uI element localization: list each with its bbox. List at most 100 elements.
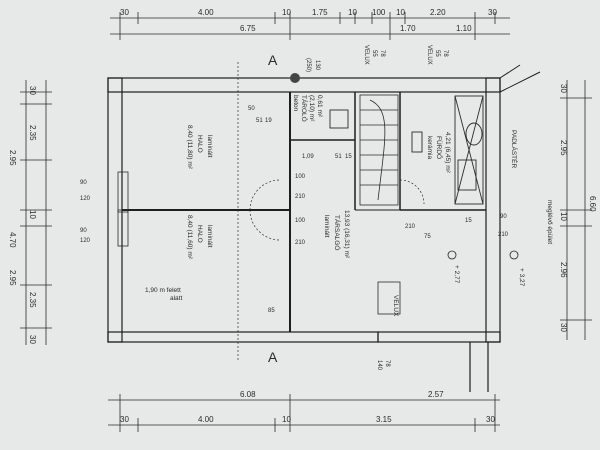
dim-top-6: 100 [372,8,386,17]
right-dimension-lines [560,80,592,340]
velux-label-1: VELUX [363,45,369,65]
dim-bottom-2: 4.00 [198,415,214,424]
dim-v-78a: 78 [379,50,385,57]
dim-left-7: 2.35 [28,292,37,308]
inner-dim-19: 210 [498,232,509,238]
inner-dim-16: 75 [424,234,431,240]
inner-dim-5: 51 [335,154,342,160]
dim-right-5: 30 [559,323,568,332]
dim-top-2: 4.00 [198,8,214,17]
room-tarolo-floor: beton [292,95,299,112]
room-tarolo-area2: (2,10) m² [308,95,315,122]
inner-dim-11: 210 [295,194,306,200]
inner-dim-3: 19 [265,118,272,124]
level-mark-2: + 3,27 [518,268,525,287]
left-dimension-lines [20,80,52,345]
dim-left-1: 30 [28,86,37,95]
inner-dim-7: 90 [80,180,87,186]
room-tarolo: 0,61 m² (2,10) m² TÁROLÓ beton [292,95,323,122]
room-furdo-name: FÜRDŐ [435,136,444,159]
windows [117,171,401,315]
room-tarsalgo: 13,93 (16,31) m² TÁRSALGÓ laminált [323,210,350,259]
dim-v-140-bottom: 140 [376,360,382,371]
room-halo2-area: 8,40 (11,60) m² [186,215,193,260]
room-halo2-name: HALO [196,225,203,243]
room-tarolo-name: TÁROLÓ [300,95,309,122]
room-furdo-floor: kerámia [426,136,433,160]
bottom-dimension-lines [108,394,500,432]
inner-dim-10: 120 [80,238,91,244]
door-swings [237,62,425,360]
dim-bottom2-2: 2.57 [428,390,444,399]
inner-dim-17: 15 [465,218,472,224]
dim-top-3: 10 [282,8,291,17]
padlaster-label: PADLÁSTÉR [510,130,519,168]
dim-top-1: 30 [120,8,129,17]
inner-dim-12: 100 [295,174,306,180]
dim-right-3: 10 [559,212,568,221]
dim-bottom-4: 3.15 [376,415,392,424]
existing-building-label: meglévő épület [546,200,553,244]
inner-dim-8: 120 [80,196,91,202]
dim-left-5: 4.70 [8,232,17,248]
dim-v-78b: 78 [442,50,448,57]
room-tarolo-area: 0,61 m² [316,95,323,118]
dim-right-1: 30 [559,84,568,93]
level-mark-1: + 2,77 [453,265,460,284]
section-mark-bottom: A [268,349,278,365]
level-marker-icon-2 [509,250,519,260]
room-tarsalgo-area: 13,93 (16,31) m² [343,210,350,259]
room-tarsalgo-floor: laminált [323,215,330,238]
dim-top-8: 2.20 [430,8,446,17]
section-mark-top: A [268,52,278,68]
inner-dim-15: 210 [405,224,416,230]
inner-dim-20: 85 [268,308,275,314]
dim-left-3: 2.95 [8,150,17,166]
dim-left-2: 2.35 [28,125,37,141]
dim-second-2: 1.70 [400,24,416,33]
chimney-icon [290,73,300,83]
height-note-2: alatt [170,295,182,302]
dim-v-55a: 55 [371,50,377,57]
dim-left-4: 10 [28,210,37,219]
dim-second-3: 1.10 [456,24,472,33]
inner-dim-18: 90 [500,214,507,220]
velux-bottom-label: VELUX [392,295,399,317]
top-dimension-lines [110,12,510,40]
dim-v-250: (250) [305,58,311,72]
room-halo1-floor: laminált [206,135,213,158]
velux-label-2: VELUX [426,45,432,65]
staircase [359,94,399,206]
dim-v-55b: 55 [434,50,440,57]
dim-bottom-5: 30 [486,415,495,424]
storage-box-icon [329,109,349,129]
bathroom-fixtures [411,95,484,205]
inner-dim-14: 100 [295,218,306,224]
room-halo2: 8,40 (11,60) m² HALO laminált [186,215,213,260]
inner-dim-1: 50 [248,106,255,112]
room-furdo: 4,21 (6,45) m² FÜRDŐ kerámia [426,132,451,174]
inner-dim-4: 1,09 [302,154,314,160]
dim-right-2: 2.95 [559,140,568,156]
height-note-1: 1,90 m felett [145,287,181,294]
level-marker-icon-1 [447,250,457,260]
room-halo1-name: HALO [196,135,203,153]
dim-top-9: 30 [488,8,497,17]
inner-dim-2: 51 [256,118,263,124]
dim-left-6: 2.95 [8,270,17,286]
inner-dim-13: 210 [295,240,306,246]
dim-bottom-3: 10 [282,415,291,424]
dim-right-total: 6.60 [588,196,597,212]
dim-v-130: 130 [314,60,320,71]
dim-bottom-1: 30 [120,415,129,424]
inner-dim-6: 15 [345,154,352,160]
room-halo2-floor: laminált [206,225,213,248]
inner-dim-9: 90 [80,228,87,234]
dim-bottom2-1: 6.08 [240,390,256,399]
dim-right-4: 2.96 [559,262,568,278]
room-halo1-area: 8,40 (11,80) m² [186,125,193,170]
dim-top-5: 10 [348,8,357,17]
room-furdo-area: 4,21 (6,45) m² [444,132,451,174]
interior-walls [122,92,486,332]
